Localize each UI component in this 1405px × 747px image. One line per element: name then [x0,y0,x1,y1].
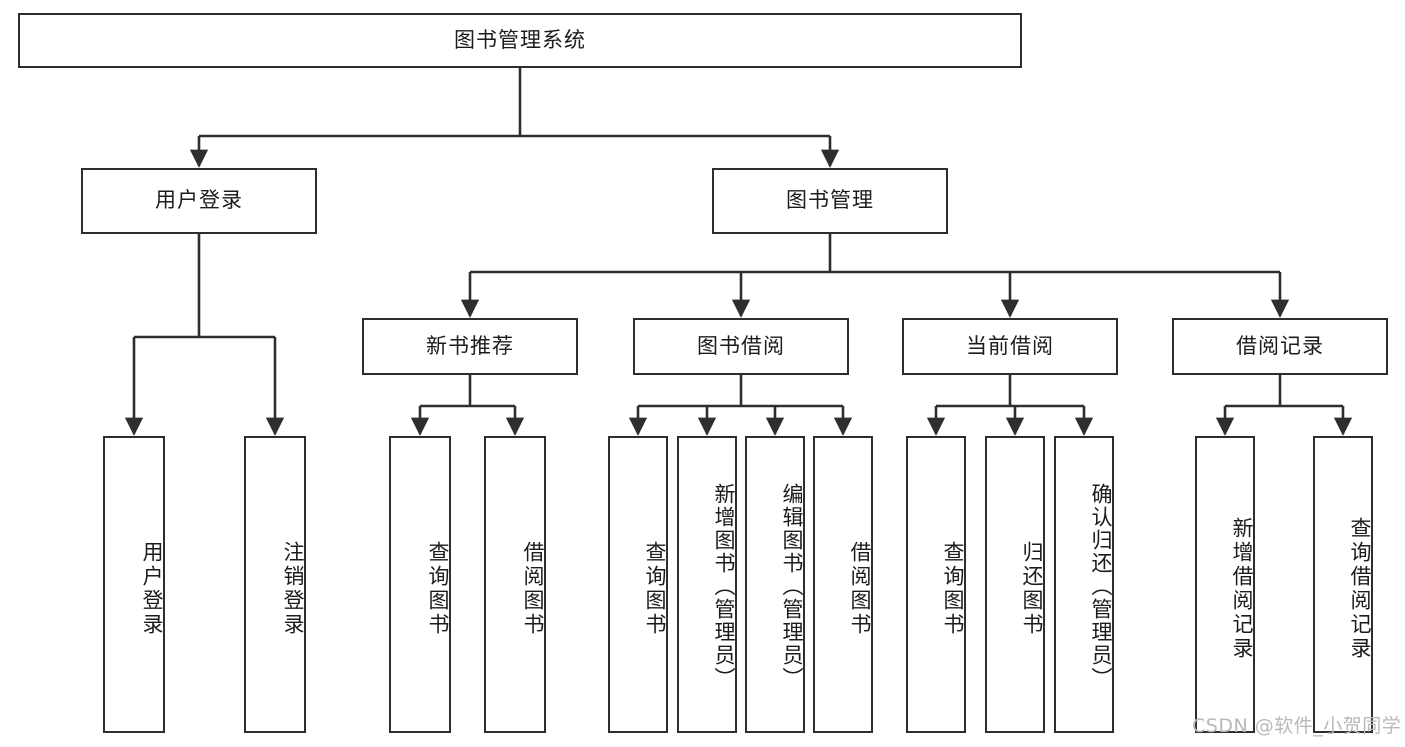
node-user-login[interactable]: 用户登录 [81,168,317,234]
node-current-borrow[interactable]: 当前借阅 [902,318,1118,375]
node-leaf-query-book-recommend[interactable]: 查询图书 [389,436,451,733]
node-leaf-borrow-book[interactable]: 借阅图书 [813,436,873,733]
node-new-book-recommend[interactable]: 新书推荐 [362,318,578,375]
node-leaf-add-book[interactable]: 新增图书（管理员） [677,436,737,733]
node-leaf-query-book-current[interactable]: 查询图书 [906,436,966,733]
node-leaf-borrow-book-recommend[interactable]: 借阅图书 [484,436,546,733]
node-root[interactable]: 图书管理系统 [18,13,1022,68]
node-book-borrow[interactable]: 图书借阅 [633,318,849,375]
node-leaf-query-borrow-record[interactable]: 查询借阅记录 [1313,436,1373,733]
node-leaf-user-login[interactable]: 用户登录 [103,436,165,733]
node-leaf-logout-login[interactable]: 注销登录 [244,436,306,733]
node-leaf-add-borrow-record[interactable]: 新增借阅记录 [1195,436,1255,733]
node-leaf-query-book-borrow[interactable]: 查询图书 [608,436,668,733]
node-leaf-return-book[interactable]: 归还图书 [985,436,1045,733]
node-leaf-confirm-return[interactable]: 确认归还（管理员） [1054,436,1114,733]
node-borrow-record[interactable]: 借阅记录 [1172,318,1388,375]
node-leaf-edit-book[interactable]: 编辑图书（管理员） [745,436,805,733]
node-book-manage[interactable]: 图书管理 [712,168,948,234]
